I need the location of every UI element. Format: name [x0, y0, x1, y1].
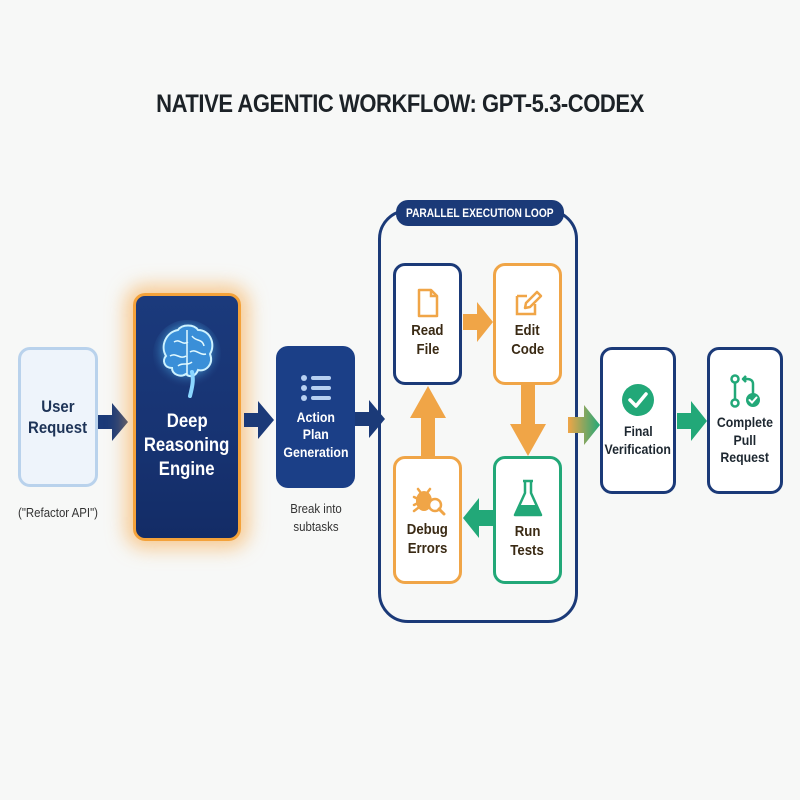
node-deep-reasoning-engine: Deep Reasoning Engine: [133, 293, 241, 541]
bug-search-icon: [410, 481, 446, 517]
brain-icon: [152, 316, 222, 402]
pull-request-icon: [729, 374, 761, 408]
action-plan-caption: Break into subtasks: [276, 500, 357, 535]
loop-label: PARALLEL EXECUTION LOOP: [396, 200, 564, 226]
arrow-up-icon: [410, 386, 446, 458]
caption-line: subtasks: [293, 518, 339, 534]
arrow-left-icon: [463, 498, 495, 538]
node-complete-pull-request: Complete Pull Request: [707, 347, 783, 494]
node-label: File: [416, 341, 439, 358]
edit-icon: [513, 288, 543, 318]
node-final-verification: Final Verification: [600, 347, 676, 494]
node-label: User: [41, 396, 75, 416]
user-request-caption: ("Refactor API"): [18, 505, 98, 520]
node-label: Code: [511, 341, 544, 358]
arrow-right-icon: [355, 400, 385, 438]
arrow-right-icon: [568, 405, 600, 445]
node-run-tests: Run Tests: [493, 456, 562, 584]
diagram-title: NATIVE AGENTIC WORKFLOW: GPT-5.3-CODEX: [156, 90, 644, 118]
node-label: Generation: [282, 443, 349, 460]
loop-label-text: PARALLEL EXECUTION LOOP: [406, 206, 554, 220]
arrow-right-icon: [677, 401, 707, 441]
node-debug-errors: Debug Errors: [393, 456, 462, 584]
list-icon: [299, 373, 333, 403]
node-label: Tests: [510, 542, 545, 559]
node-edit-code: Edit Code: [493, 263, 562, 385]
node-label: Plan: [302, 426, 329, 443]
check-circle-icon: [621, 383, 655, 417]
node-label: Engine: [159, 458, 215, 480]
file-icon: [416, 288, 440, 318]
node-action-plan-generation: Action Plan Generation: [276, 346, 355, 488]
node-label: Run: [514, 523, 541, 541]
node-label: Final: [623, 423, 653, 439]
flask-icon: [513, 479, 543, 519]
arrow-right-icon: [98, 403, 128, 441]
caption-line: Break into: [290, 501, 342, 516]
node-label: Reasoning: [144, 434, 230, 456]
node-label: Action: [296, 408, 335, 425]
node-label: Request: [720, 449, 770, 466]
arrow-right-icon: [244, 401, 274, 439]
node-label: Deep: [166, 411, 208, 432]
node-user-request: User Request: [18, 347, 98, 487]
node-label: Edit: [515, 322, 540, 340]
node-label: Debug: [406, 521, 449, 539]
node-label: Read: [411, 322, 444, 340]
node-label: Request: [28, 418, 88, 437]
arrow-down-icon: [510, 384, 546, 456]
arrow-right-icon: [463, 302, 493, 342]
node-label: Complete: [716, 414, 774, 431]
node-label: Errors: [407, 540, 448, 557]
node-label: Pull: [733, 431, 757, 448]
node-label: Verification: [604, 440, 672, 457]
node-read-file: Read File: [393, 263, 462, 385]
